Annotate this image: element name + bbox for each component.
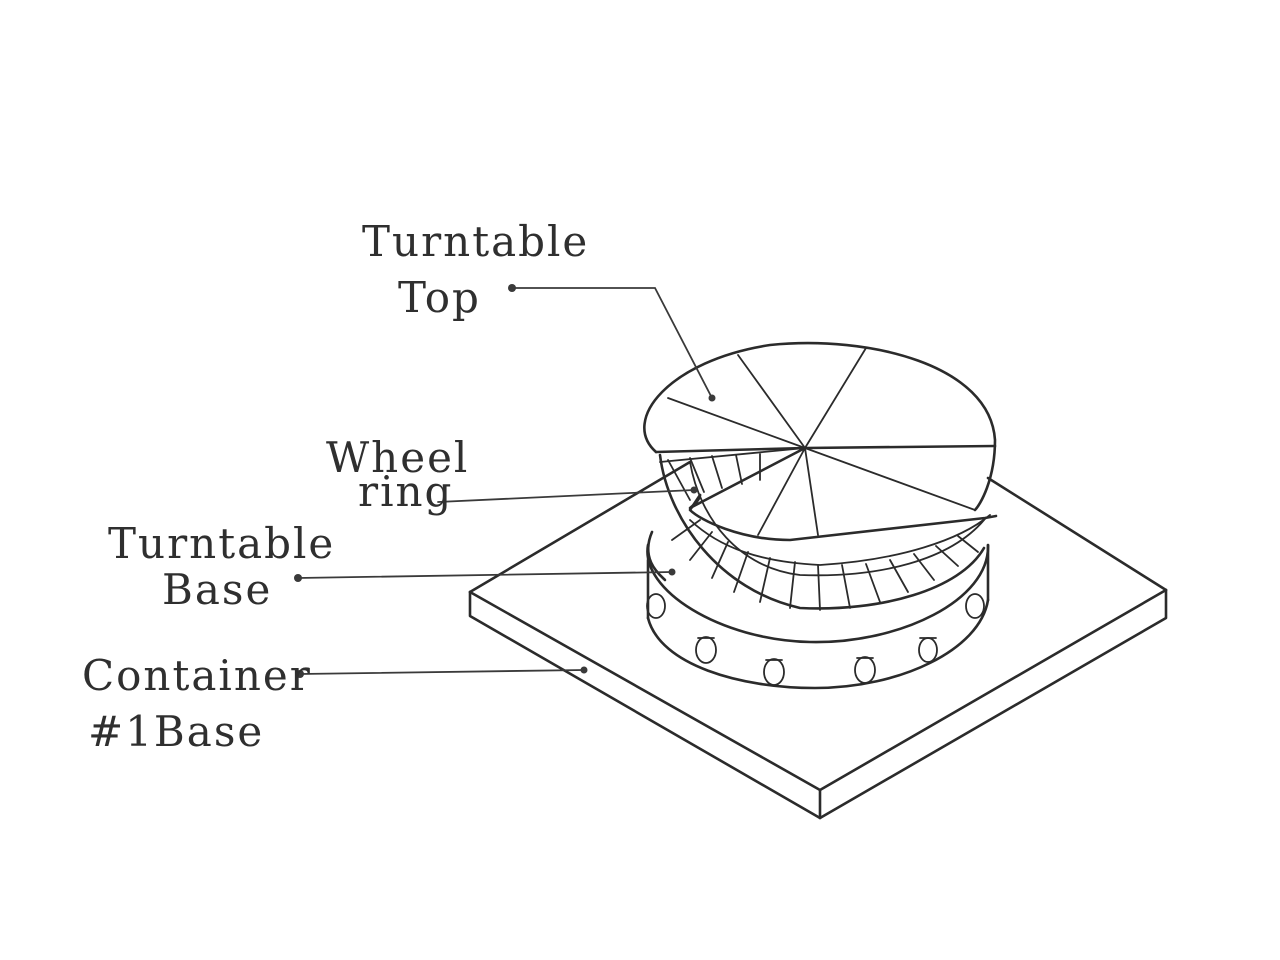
container-base-slab [470, 462, 1166, 818]
label-turntable-top: Turntable Top [362, 217, 589, 322]
label-container-base-line2: #1Base [88, 707, 264, 756]
label-turntable-base-line1: Turntable [108, 519, 335, 568]
label-turntable-base-line2: Base [162, 565, 272, 614]
label-container-base: Container #1Base [82, 651, 312, 756]
label-turntable-top-line1: Turntable [362, 217, 589, 266]
leader-turntable-top [512, 288, 712, 398]
leader-container-base [300, 670, 584, 674]
leader-wheel-ring [438, 490, 694, 502]
label-wheel-ring: Wheel ring [326, 433, 469, 516]
label-container-base-line1: Container [82, 651, 312, 700]
label-turntable-base: Turntable Base [108, 519, 335, 614]
label-wheel-ring-line2: ring [358, 467, 453, 516]
turntable-top-disc [644, 343, 995, 535]
turntable-base-ring [647, 532, 988, 688]
leader-turntable-base [298, 572, 672, 578]
label-turntable-top-line2: Top [398, 273, 481, 322]
wheel-ring [660, 454, 996, 610]
